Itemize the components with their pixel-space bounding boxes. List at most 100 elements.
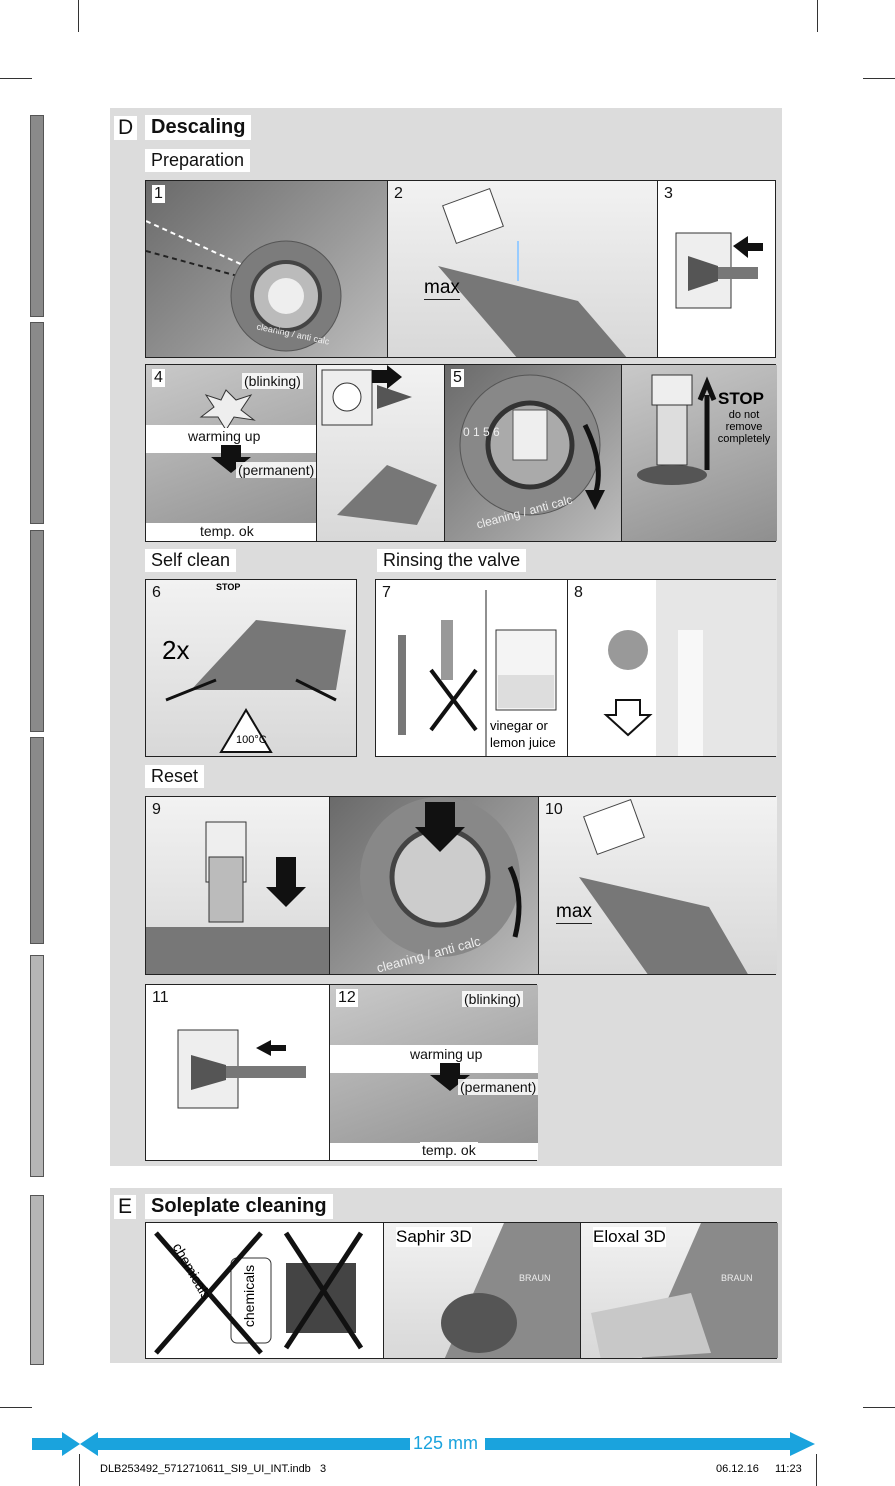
permanent-label: (permanent) xyxy=(458,1079,538,1095)
page-edge-tab xyxy=(30,955,44,1177)
fill-water-illustration xyxy=(579,799,748,974)
step-number: 9 xyxy=(152,801,161,818)
section-letter: D xyxy=(114,116,138,140)
brand-mark: BRAUN xyxy=(721,1273,753,1283)
step-12-panel: 12 (blinking) warming up (permanent) tem… xyxy=(329,985,538,1160)
dial-reset-illustration xyxy=(360,797,522,957)
step-number: 1 xyxy=(152,185,165,203)
subheading-rinsing: Rinsing the valve xyxy=(377,549,527,572)
indicator-illustration xyxy=(330,1045,538,1160)
saphir-soleplate-illustration xyxy=(441,1223,580,1358)
width-measure-arrow xyxy=(32,1432,815,1456)
step-number: 6 xyxy=(152,584,161,601)
permanent-label: (permanent) xyxy=(236,462,316,478)
fill-water-illustration xyxy=(438,188,627,357)
footer-date: 06.12.16 xyxy=(716,1463,759,1475)
page-edge-tab xyxy=(30,322,44,524)
width-label: 125 mm xyxy=(413,1433,479,1453)
step-number: 8 xyxy=(574,584,583,601)
step-number: 2 xyxy=(394,185,403,202)
step-7-panel: 7 vinegar or lemon juice xyxy=(376,580,567,756)
step-9-panel-dial: cleaning / anti calc xyxy=(329,797,538,974)
temp-ok-label: temp. ok xyxy=(420,1142,478,1158)
vinegar-label: vinegar or lemon juice xyxy=(490,718,556,750)
page-edge-tab xyxy=(30,115,44,317)
dial-illustration xyxy=(146,220,342,352)
unplug-illustration xyxy=(675,232,763,309)
subheading-self-clean: Self clean xyxy=(145,549,237,572)
saphir-panel: Saphir 3D BRAUN xyxy=(383,1223,580,1358)
temp-ok-label: temp. ok xyxy=(198,523,256,539)
dial-turn-illustration xyxy=(459,374,605,516)
steps-row-5: 11 12 (blinking) warming up (permanent) … xyxy=(145,984,538,1161)
temperature-label: 100°C xyxy=(236,734,267,746)
valve-rinse-illustration xyxy=(398,590,557,756)
down-arrow-icon xyxy=(146,389,316,541)
valve-illustration xyxy=(637,374,717,485)
step-number: 7 xyxy=(382,584,391,601)
page-edge-tab xyxy=(30,1195,44,1365)
crop-mark xyxy=(863,78,895,79)
step-4-panel-plugin xyxy=(316,365,444,541)
brush-rinse-illustration xyxy=(603,580,777,756)
step-number: 3 xyxy=(664,185,673,202)
section-title: Soleplate cleaning xyxy=(145,1194,333,1219)
step-number: 4 xyxy=(152,369,165,387)
section-title: Descaling xyxy=(145,115,252,140)
step-number: 12 xyxy=(336,989,358,1007)
step-number: 10 xyxy=(545,801,563,818)
chemicals-label: chemicals xyxy=(241,1264,258,1328)
steps-row-1: 1 cleaning / anti calc 2 max 3 xyxy=(145,180,776,358)
step-5-panel-dial: 5 cleaning / anti calc 0 1 5 6 xyxy=(444,365,621,541)
step-3-panel: 3 xyxy=(657,181,777,357)
footer-time: 11:23 xyxy=(775,1463,802,1475)
no-chemicals-panel: chemicals chemicals xyxy=(146,1223,383,1358)
subheading-preparation: Preparation xyxy=(145,149,251,172)
page-edge-tab xyxy=(30,530,44,732)
repeat-count: 2x xyxy=(162,635,190,665)
saphir-label: Saphir 3D xyxy=(396,1227,472,1247)
crop-mark xyxy=(817,0,818,32)
self-clean-illustration xyxy=(165,620,346,753)
eloxal-soleplate-illustration xyxy=(591,1223,778,1358)
crop-mark xyxy=(78,0,79,32)
warming-up-label: warming up xyxy=(186,428,263,444)
plug-in-illustration xyxy=(321,365,437,525)
step-11-panel: 11 xyxy=(146,985,329,1160)
stop-label: STOP xyxy=(216,582,241,592)
step-8-panel: 8 xyxy=(567,580,777,756)
step-4-panel-indicator: 4 (blinking) warming up (permanent) temp… xyxy=(146,365,316,541)
crop-mark xyxy=(0,1407,32,1408)
brand-mark: BRAUN xyxy=(519,1273,551,1283)
max-label: max xyxy=(424,277,460,300)
eloxal-label: Eloxal 3D xyxy=(593,1227,666,1247)
step-2-panel: 2 max xyxy=(387,181,657,357)
dial-numbers: 0 1 5 6 xyxy=(463,425,500,439)
crop-mark xyxy=(863,1407,895,1408)
prohibited-icon xyxy=(154,1231,364,1355)
steps-row-2: 4 (blinking) warming up (permanent) temp… xyxy=(145,364,777,542)
page-edge-tab xyxy=(30,737,44,944)
footer-filename: DLB253492_5712710611_SI9_UI_INT.indb 3 xyxy=(100,1463,327,1475)
max-label: max xyxy=(556,901,592,924)
subheading-reset: Reset xyxy=(145,765,205,788)
eloxal-panel: Eloxal 3D BRAUN xyxy=(580,1223,778,1358)
crop-mark xyxy=(0,78,32,79)
step-number: 11 xyxy=(152,989,169,1006)
crop-mark xyxy=(816,1454,817,1486)
step-9-panel: 9 xyxy=(146,797,329,974)
section-letter: E xyxy=(114,1195,137,1219)
step-10-panel: 10 max xyxy=(538,797,777,974)
warming-up-label: warming up xyxy=(408,1046,485,1062)
step-number: 5 xyxy=(451,369,464,387)
blinking-label: (blinking) xyxy=(242,373,303,389)
plug-in-illustration xyxy=(177,1029,306,1109)
step-1-panel: 1 cleaning / anti calc xyxy=(146,181,387,357)
stop-label: STOP xyxy=(718,389,764,408)
soleplate-panels: chemicals chemicals Saphir 3D BRAUN Elox… xyxy=(145,1222,778,1359)
steps-7-8: 7 vinegar or lemon juice 8 xyxy=(375,579,777,757)
steps-row-4: 9 cleaning / anti calc 10 max xyxy=(145,796,777,975)
step-6-panel: 6 STOP 2x 100°C xyxy=(145,579,357,757)
valve-insert-illustration xyxy=(146,821,329,974)
